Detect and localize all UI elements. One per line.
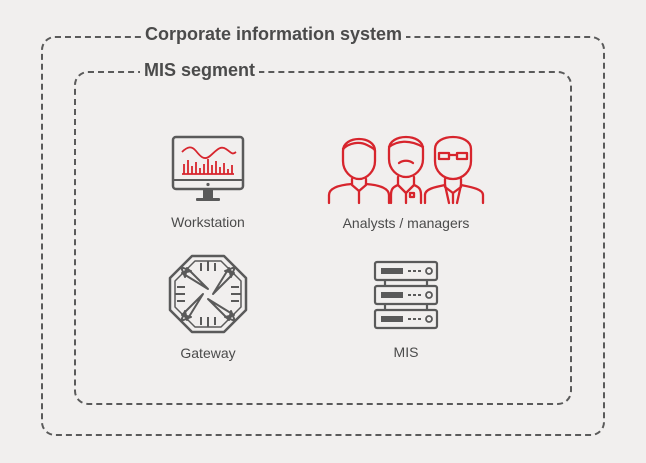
workstation-node[interactable]: Workstation	[148, 134, 268, 230]
mis-label: MIS	[393, 344, 419, 360]
corporate-information-system-title: Corporate information system	[141, 23, 407, 45]
analysts-managers-node[interactable]: Analysts / managers	[316, 127, 496, 231]
people-group-icon	[327, 135, 485, 205]
server-rack-icon	[373, 260, 439, 330]
gateway-arrows-icon	[168, 254, 248, 334]
workstation-label: Workstation	[171, 214, 245, 230]
mis-segment-title: MIS segment	[140, 59, 260, 81]
monitor-chart-icon	[171, 135, 245, 201]
gateway-label: Gateway	[180, 345, 236, 361]
corporate-information-system-boundary: Corporate information system	[41, 23, 605, 436]
analysts-managers-label: Analysts / managers	[342, 215, 470, 231]
mis-node[interactable]: MIS	[346, 260, 466, 360]
gateway-node[interactable]: Gateway	[148, 253, 268, 361]
mis-segment-boundary: MIS segment	[74, 59, 572, 405]
